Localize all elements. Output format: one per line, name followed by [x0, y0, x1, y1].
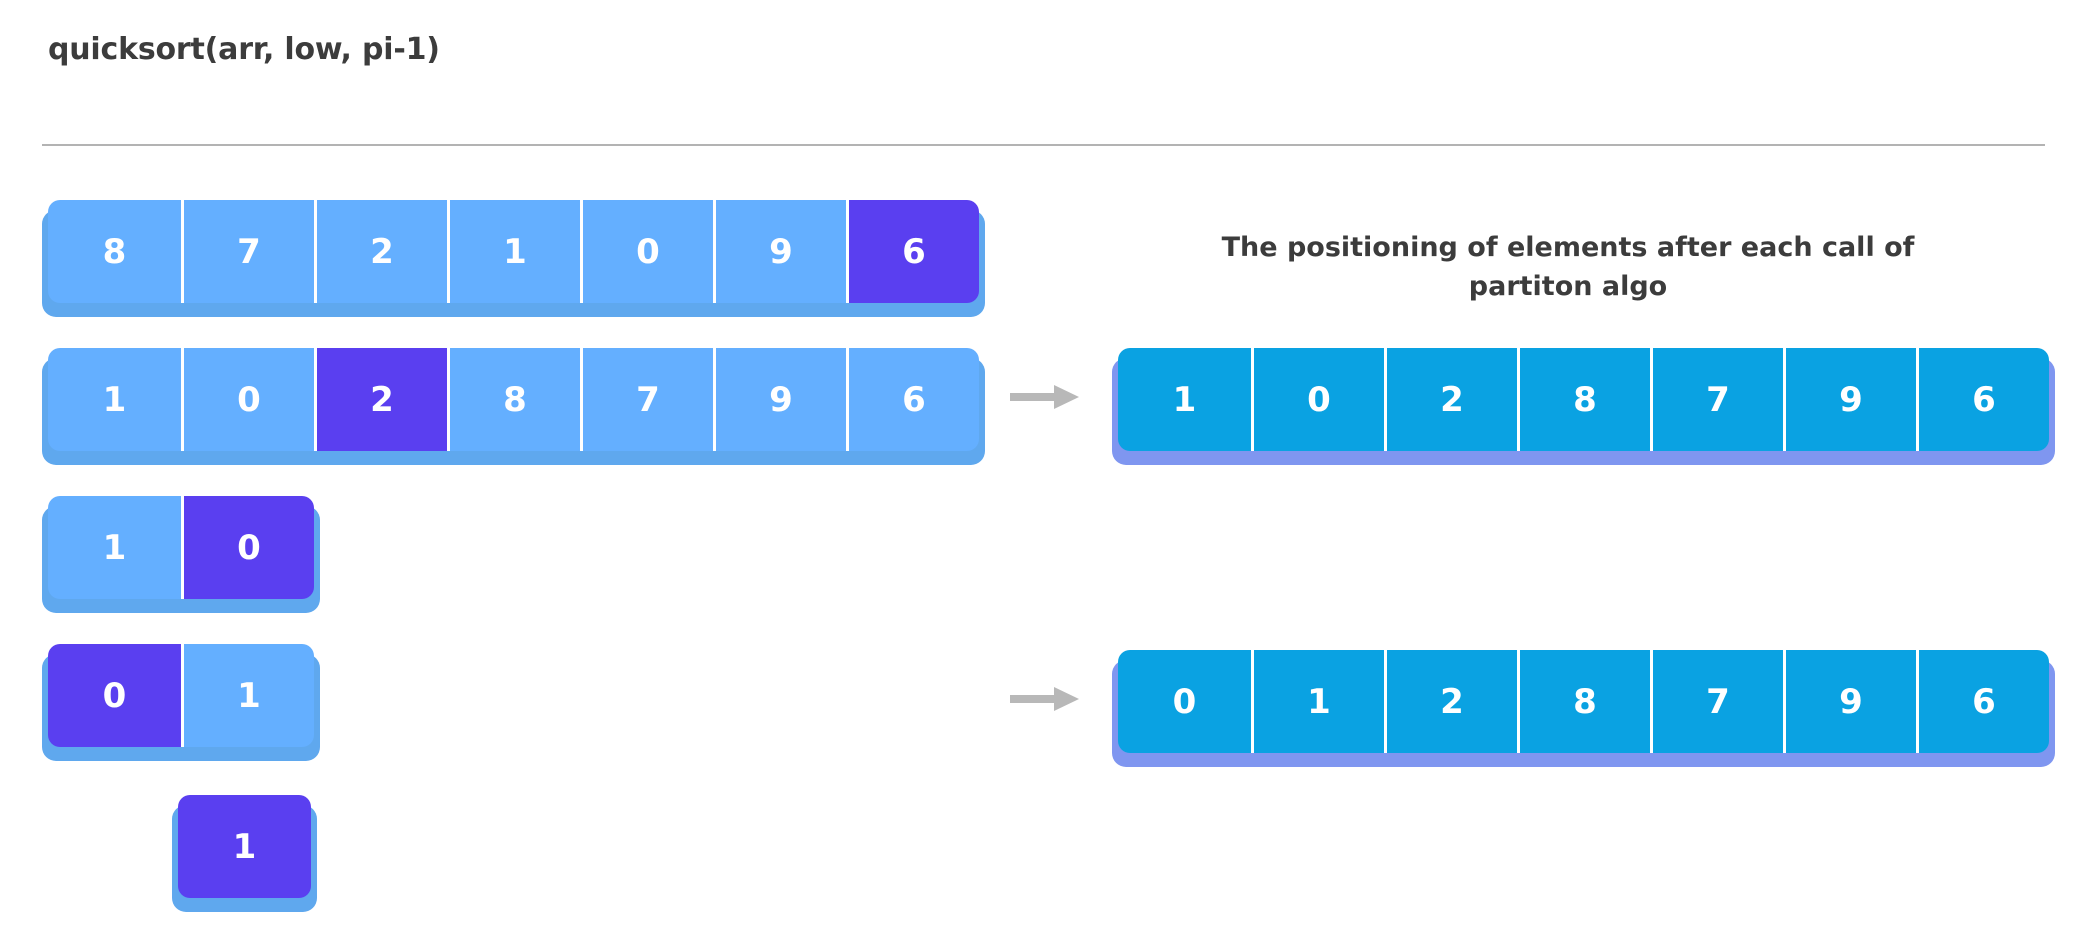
- array-cell[interactable]: 7: [1650, 348, 1783, 451]
- array-cell[interactable]: 1: [178, 795, 311, 898]
- array-cell[interactable]: 8: [447, 348, 580, 451]
- array-cell[interactable]: 2: [314, 200, 447, 303]
- array-cell[interactable]: 1: [48, 348, 181, 451]
- array-cell[interactable]: 0: [181, 348, 314, 451]
- array-cell[interactable]: 2: [314, 348, 447, 451]
- array-cell[interactable]: 1: [1118, 348, 1251, 451]
- array-cell[interactable]: 7: [181, 200, 314, 303]
- caption-line-2: partiton algo: [1468, 271, 1668, 303]
- caption-line-1: The positioning of elements after each c…: [1221, 232, 1915, 263]
- array-cell[interactable]: 6: [846, 348, 979, 451]
- right-panel-caption: The positioning of elements after each c…: [1118, 228, 2018, 306]
- page-title: quicksort(arr, low, pi-1): [48, 32, 440, 67]
- array-cell[interactable]: 2: [1384, 650, 1517, 753]
- arrow-right-icon: [1010, 385, 1079, 409]
- arrow-to-result-2: [1010, 684, 1080, 714]
- array-cell[interactable]: 2: [1384, 348, 1517, 451]
- array-cell[interactable]: 1: [1251, 650, 1384, 753]
- array-cell[interactable]: 6: [1916, 348, 2049, 451]
- array-cell[interactable]: 6: [1916, 650, 2049, 753]
- arrow-right-icon: [1010, 687, 1079, 711]
- array-cell[interactable]: 8: [48, 200, 181, 303]
- array-cell[interactable]: 1: [48, 496, 181, 599]
- array-cell[interactable]: 0: [48, 644, 181, 747]
- array-cell[interactable]: 7: [580, 348, 713, 451]
- arrow-to-result-1: [1010, 382, 1080, 412]
- array-cell[interactable]: 1: [181, 644, 314, 747]
- array-cell[interactable]: 6: [846, 200, 979, 303]
- array-cell[interactable]: 9: [1783, 650, 1916, 753]
- array-cell[interactable]: 1: [447, 200, 580, 303]
- array-cell[interactable]: 9: [713, 348, 846, 451]
- array-step-5: 1: [172, 795, 317, 912]
- array-cell[interactable]: 0: [1118, 650, 1251, 753]
- array-cell[interactable]: 7: [1650, 650, 1783, 753]
- array-cell[interactable]: 8: [1517, 348, 1650, 451]
- array-cell[interactable]: 8: [1517, 650, 1650, 753]
- array-cell[interactable]: 0: [181, 496, 314, 599]
- array-cells: 1: [178, 795, 311, 898]
- array-cell[interactable]: 0: [580, 200, 713, 303]
- array-cell[interactable]: 9: [1783, 348, 1916, 451]
- array-cell[interactable]: 9: [713, 200, 846, 303]
- header-divider: [42, 144, 2045, 146]
- array-cell[interactable]: 0: [1251, 348, 1384, 451]
